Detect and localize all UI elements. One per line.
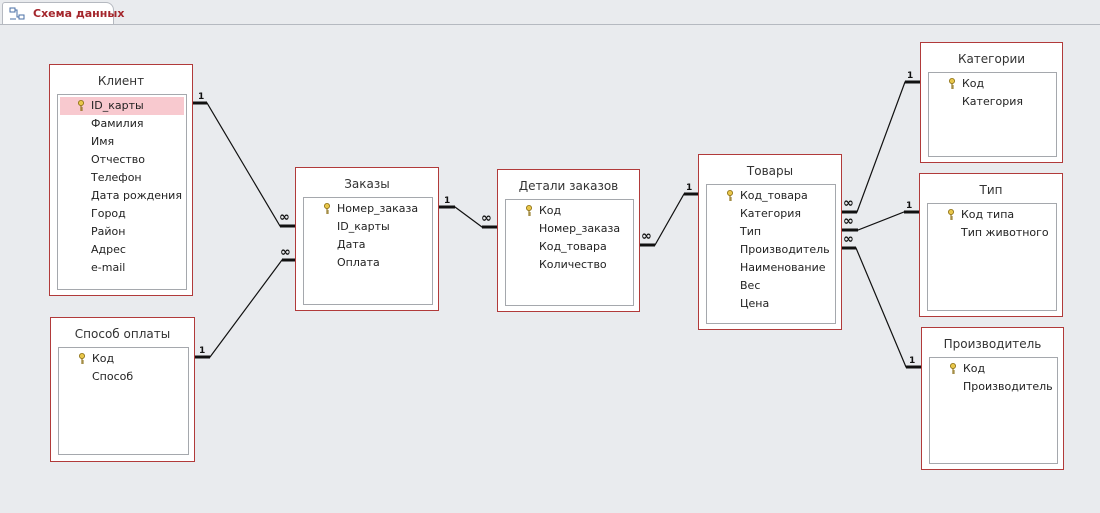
key-icon [78, 100, 84, 111]
field-id-card[interactable]: ID_карты [60, 97, 184, 115]
field-method[interactable]: Способ [92, 370, 134, 383]
field-order-number[interactable]: Номер_заказа [306, 200, 430, 218]
field-code[interactable]: Код [932, 360, 1055, 378]
table-title: Детали заказов [518, 179, 619, 193]
cardinality-many: ∞ [641, 229, 652, 244]
field-name[interactable]: Имя [91, 135, 115, 148]
table-title: Тип [979, 183, 1003, 197]
table-manufacturer[interactable]: Производитель Код Производитель [921, 327, 1064, 470]
key-icon [324, 203, 330, 214]
table-goods[interactable]: Товары Код_товара Категория Тип Производ… [698, 154, 842, 330]
cardinality-many: ∞ [843, 232, 854, 247]
table-categories[interactable]: Категории Код Категория [920, 42, 1063, 163]
field-manufacturer[interactable]: Производитель [740, 243, 830, 256]
cardinality-many: ∞ [843, 214, 854, 229]
key-icon [727, 190, 733, 201]
relationships-icon [9, 7, 25, 20]
field-list[interactable]: Код Номер_заказа Код_товара Количество [505, 199, 634, 306]
field-category[interactable]: Категория [740, 207, 801, 220]
table-orders[interactable]: Заказы Номер_заказа ID_карты Дата Оплата [295, 167, 439, 311]
field-list[interactable]: Код_товара Категория Тип Производитель Н… [706, 184, 836, 324]
field-goods-code[interactable]: Код_товара [539, 240, 607, 253]
field-phone[interactable]: Телефон [91, 171, 142, 184]
key-icon [950, 363, 956, 374]
cardinality-many: ∞ [843, 196, 854, 211]
field-quantity[interactable]: Количество [539, 258, 607, 271]
cardinality-one: 1 [907, 71, 914, 81]
table-type[interactable]: Тип Код типа Тип животного [919, 173, 1063, 317]
field-weight[interactable]: Вес [740, 279, 761, 292]
document-tab-bar: Схема данных [0, 0, 1100, 25]
table-title: Способ оплаты [74, 327, 171, 341]
field-manufacturer[interactable]: Производитель [963, 380, 1053, 393]
field-date[interactable]: Дата [337, 238, 366, 251]
cardinality-one: 1 [444, 196, 451, 206]
field-list[interactable]: ID_карты Фамилия Имя Отчество Телефон Да… [57, 94, 187, 290]
tab-data-schema[interactable]: Схема данных [2, 2, 124, 24]
field-city[interactable]: Город [91, 207, 126, 220]
field-patronymic[interactable]: Отчество [91, 153, 146, 166]
cardinality-one: 1 [906, 201, 913, 211]
field-district[interactable]: Район [91, 225, 126, 238]
field-code[interactable]: Код [508, 202, 631, 220]
field-list[interactable]: Номер_заказа ID_карты Дата Оплата [303, 197, 433, 305]
field-code[interactable]: Код [931, 75, 1054, 93]
table-client[interactable]: Клиент ID_карты Фамилия Имя Отчество Тел… [49, 64, 193, 296]
field-animal-type[interactable]: Тип животного [961, 226, 1049, 239]
table-title: Производитель [943, 337, 1042, 351]
field-payment[interactable]: Оплата [337, 256, 380, 269]
field-list[interactable]: Код Способ [58, 347, 189, 455]
table-payment-method[interactable]: Способ оплаты Код Способ [50, 317, 195, 462]
cardinality-one: 1 [199, 346, 206, 356]
table-title: Товары [746, 164, 794, 178]
field-list[interactable]: Код Производитель [929, 357, 1058, 464]
cardinality-many: ∞ [481, 211, 492, 226]
table-title: Заказы [344, 177, 390, 191]
field-list[interactable]: Код Категория [928, 72, 1057, 157]
field-address[interactable]: Адрес [91, 243, 126, 256]
field-goods-code[interactable]: Код_товара [709, 187, 833, 205]
cardinality-one: 1 [909, 356, 916, 366]
key-icon [949, 78, 955, 89]
cardinality-one: 1 [198, 92, 205, 102]
field-price[interactable]: Цена [740, 297, 770, 310]
tab-label: Схема данных [33, 7, 125, 20]
cardinality-one: 1 [686, 183, 693, 193]
table-title: Клиент [97, 74, 145, 88]
field-list[interactable]: Код типа Тип животного [927, 203, 1057, 311]
field-title[interactable]: Наименование [740, 261, 826, 274]
field-category[interactable]: Категория [962, 95, 1023, 108]
field-type-code[interactable]: Код типа [930, 206, 1054, 224]
field-id-card[interactable]: ID_карты [337, 220, 390, 233]
cardinality-many: ∞ [279, 210, 290, 225]
field-birth-date[interactable]: Дата рождения [91, 189, 182, 202]
key-icon [79, 353, 85, 364]
table-order-details[interactable]: Детали заказов Код Номер_заказа Код_това… [497, 169, 640, 312]
table-title: Категории [957, 52, 1026, 66]
field-type[interactable]: Тип [740, 225, 762, 238]
field-surname[interactable]: Фамилия [91, 117, 144, 130]
field-code[interactable]: Код [61, 350, 186, 368]
field-order-number[interactable]: Номер_заказа [539, 222, 621, 235]
relationships-canvas[interactable] [0, 24, 1100, 513]
field-email[interactable]: e-mail [91, 261, 126, 274]
key-icon [526, 205, 532, 216]
cardinality-many: ∞ [280, 245, 291, 260]
key-icon [948, 209, 954, 220]
